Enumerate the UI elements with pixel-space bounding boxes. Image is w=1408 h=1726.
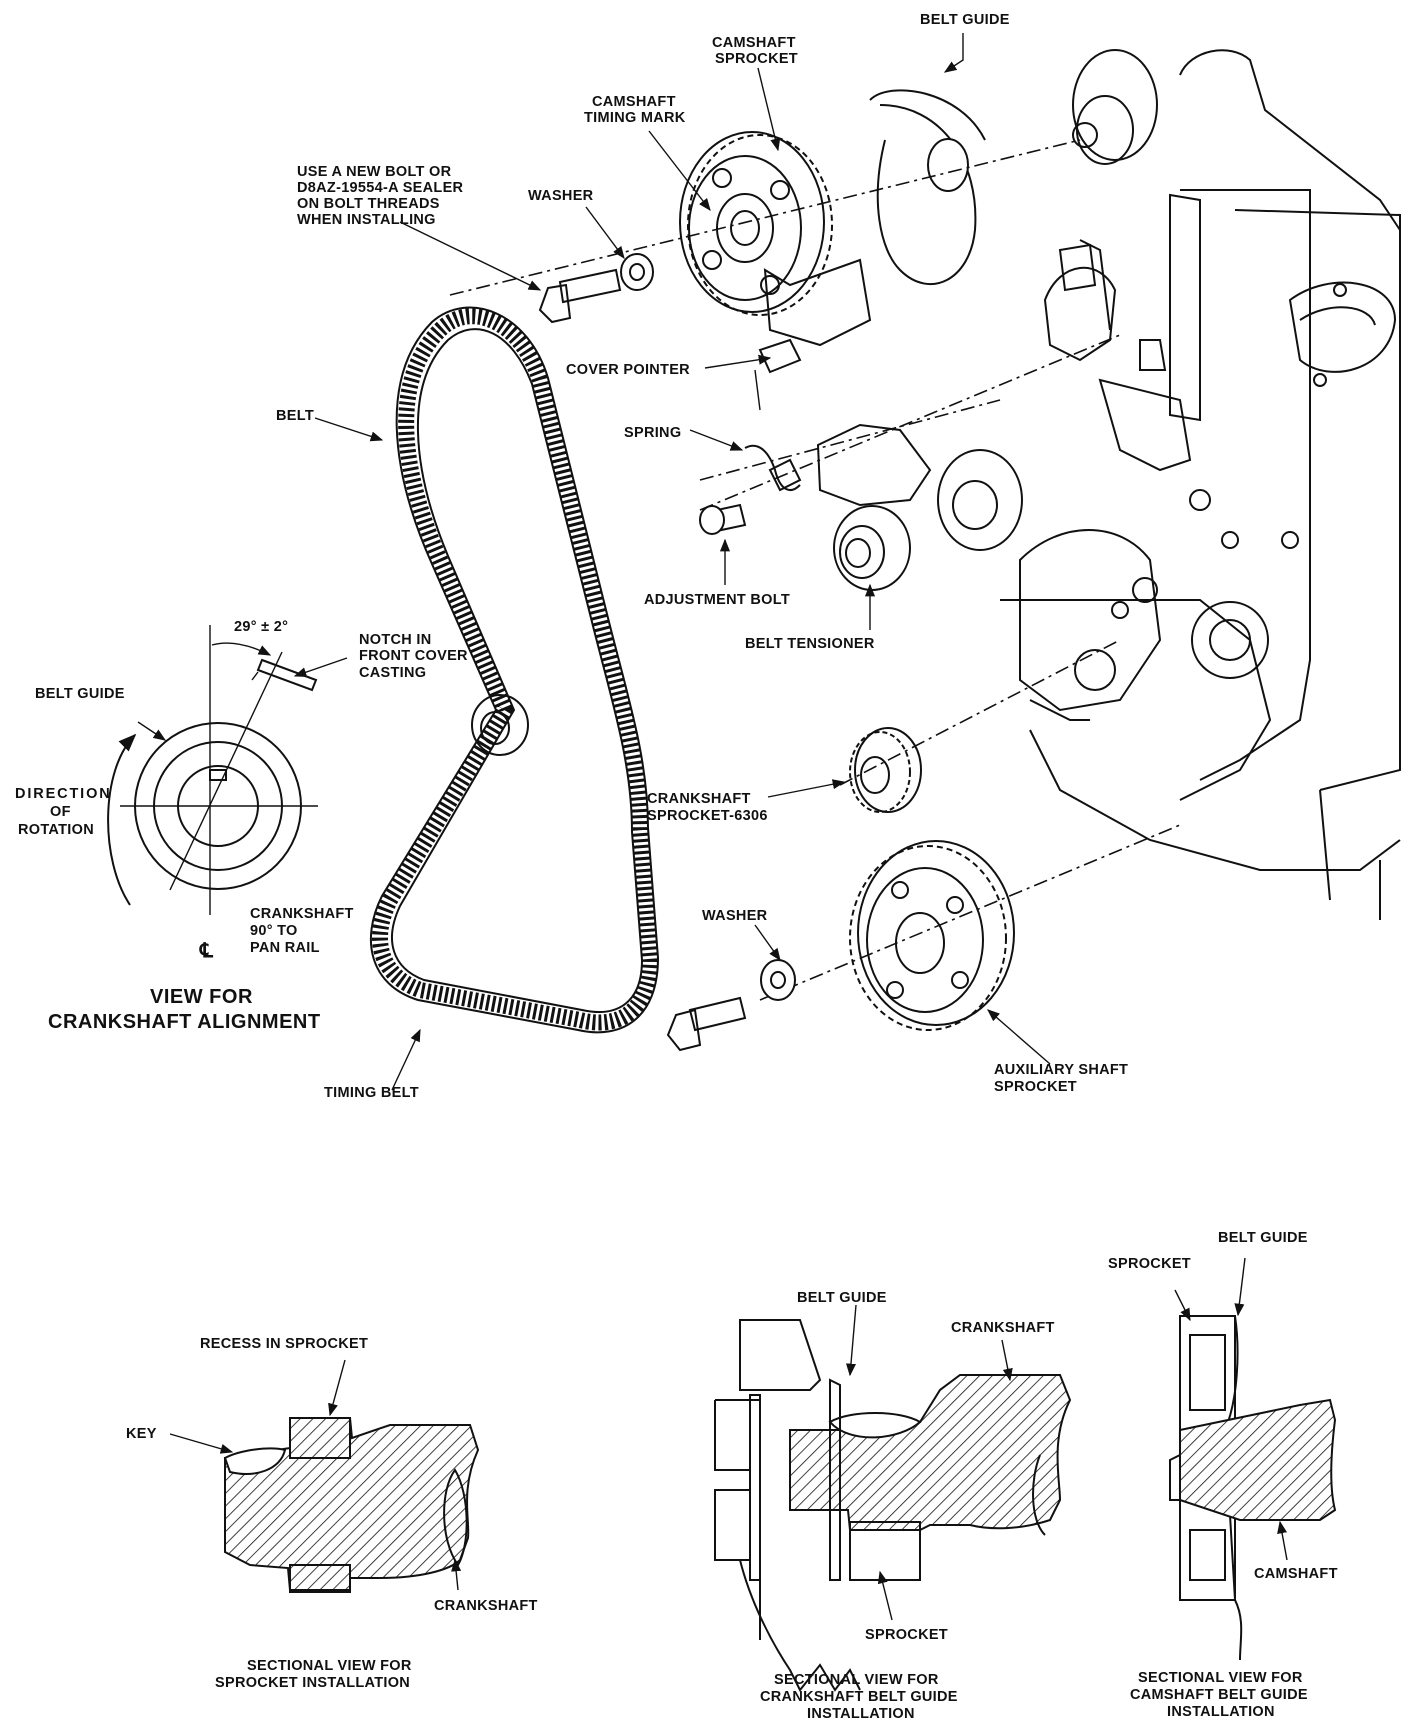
label-belt-guide-left: BELT GUIDE — [35, 686, 125, 702]
auxiliary-shaft-sprocket — [759, 824, 1181, 1031]
label-crankshaft-sprocket-2: SPROCKET-6306 — [647, 808, 768, 824]
label-direction-2: OF — [50, 804, 71, 820]
caption-sec1-1: SECTIONAL VIEW FOR — [247, 1658, 412, 1674]
sectional-view-sprocket — [169, 1359, 480, 1593]
label-camshaft-sprocket-1: CAMSHAFT — [712, 35, 796, 51]
label-centerline: ℄ — [199, 940, 214, 962]
label-belt-guide-sec2: BELT GUIDE — [797, 1290, 887, 1306]
label-cover-pointer: COVER POINTER — [566, 362, 690, 378]
adjustment-bolt — [699, 503, 747, 535]
label-direction-3: ROTATION — [18, 822, 94, 838]
label-camshaft-sprocket-2: SPROCKET — [715, 51, 798, 67]
camshaft-belt-guide — [449, 89, 1081, 296]
label-crankshaft-90-3: PAN RAIL — [250, 940, 320, 956]
caption-view-for-2: CRANKSHAFT ALIGNMENT — [48, 1011, 321, 1033]
label-new-bolt-1: USE A NEW BOLT OR — [297, 164, 452, 180]
engine-front-cover — [937, 49, 1401, 920]
label-belt: BELT — [276, 408, 314, 424]
label-camshaft-sec3: CAMSHAFT — [1254, 1566, 1338, 1582]
caption-view-for-1: VIEW FOR — [150, 986, 253, 1008]
label-notch-2: FRONT COVER — [359, 648, 468, 664]
caption-sec2-1: SECTIONAL VIEW FOR — [774, 1672, 939, 1688]
belt-tensioner — [699, 334, 1121, 591]
label-notch-1: NOTCH IN — [359, 632, 431, 648]
label-notch-3: CASTING — [359, 665, 426, 681]
caption-sec1-2: SPROCKET INSTALLATION — [215, 1675, 410, 1691]
camshaft-bolt — [538, 253, 654, 324]
caption-sec2-2: CRANKSHAFT BELT GUIDE — [760, 1689, 958, 1705]
label-angle: 29° ± 2° — [234, 619, 288, 635]
sectional-view-crankshaft-guide — [714, 1304, 1072, 1692]
text-labels: BELT GUIDE CAMSHAFT SPROCKET CAMSHAFT TI… — [15, 12, 1338, 1722]
label-sprocket-sec3: SPROCKET — [1108, 1256, 1191, 1272]
camshaft-sprocket — [679, 131, 872, 347]
caption-sec3-1: SECTIONAL VIEW FOR — [1138, 1670, 1303, 1686]
label-direction-1: DIRECTION — [15, 786, 110, 802]
timing-belt — [369, 306, 660, 1034]
label-aux-sprocket-1: AUXILIARY SHAFT — [994, 1062, 1128, 1078]
label-new-bolt-3: ON BOLT THREADS — [297, 196, 440, 212]
label-belt-tensioner: BELT TENSIONER — [745, 636, 875, 652]
label-aux-sprocket-2: SPROCKET — [994, 1079, 1077, 1095]
crankshaft-sprocket — [839, 639, 1121, 813]
crankshaft-alignment-view — [107, 625, 348, 915]
caption-sec3-3: INSTALLATION — [1167, 1704, 1275, 1720]
label-camshaft-timing-mark-1: CAMSHAFT — [592, 94, 676, 110]
leader-lines — [314, 33, 1051, 1091]
label-belt-guide-sec3: BELT GUIDE — [1218, 1230, 1308, 1246]
label-timing-belt: TIMING BELT — [324, 1085, 419, 1101]
label-crankshaft-sec2: CRANKSHAFT — [951, 1320, 1055, 1336]
label-crankshaft-sec1: CRANKSHAFT — [434, 1598, 538, 1614]
label-washer-bottom: WASHER — [702, 908, 768, 924]
label-crankshaft-90-1: CRANKSHAFT — [250, 906, 354, 922]
label-crankshaft-sprocket-1: CRANKSHAFT — [647, 791, 751, 807]
label-key: KEY — [126, 1426, 157, 1442]
label-recess-in-sprocket: RECESS IN SPROCKET — [200, 1336, 368, 1352]
auxiliary-bolt — [666, 959, 796, 1052]
label-belt-guide-top: BELT GUIDE — [920, 12, 1010, 28]
sectional-view-camshaft-guide — [1169, 1257, 1337, 1661]
label-crankshaft-90-2: 90° TO — [250, 923, 298, 939]
label-spring: SPRING — [624, 425, 681, 441]
caption-sec2-3: INSTALLATION — [807, 1706, 915, 1722]
label-camshaft-timing-mark-2: TIMING MARK — [584, 110, 686, 126]
label-adjustment-bolt: ADJUSTMENT BOLT — [644, 592, 790, 608]
tensioner-spring — [744, 444, 802, 492]
label-new-bolt-2: D8AZ-19554-A SEALER — [297, 180, 464, 196]
label-washer-top: WASHER — [528, 188, 594, 204]
caption-sec3-2: CAMSHAFT BELT GUIDE — [1130, 1687, 1308, 1703]
label-new-bolt-4: WHEN INSTALLING — [297, 212, 436, 228]
label-sprocket-sec2: SPROCKET — [865, 1627, 948, 1643]
cover-pointer — [754, 338, 802, 411]
